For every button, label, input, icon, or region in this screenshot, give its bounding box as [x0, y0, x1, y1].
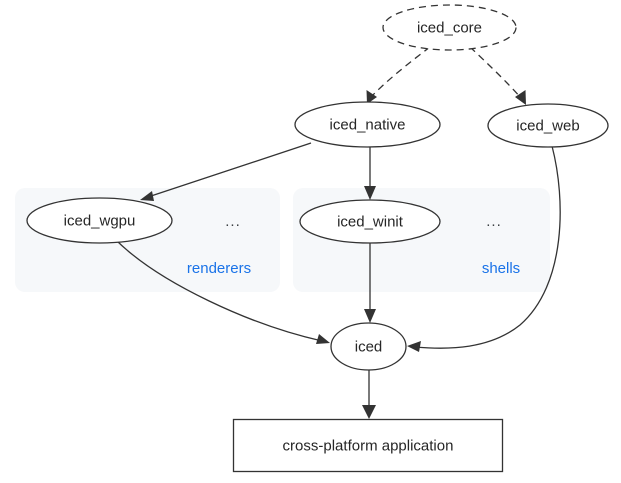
cluster-renderers-ellipsis: ...	[225, 213, 241, 230]
edge-iced-core-to-iced-native-arrowhead	[366, 90, 377, 104]
node-iced-web-shape[interactable]	[487, 103, 609, 148]
node-iced-web[interactable]: iced_web	[487, 103, 609, 148]
edge-iced-wgpu-to-iced	[116, 240, 330, 344]
edge-iced-winit-to-iced-arrowhead	[364, 309, 376, 323]
node-iced-web-label: iced_web	[516, 117, 579, 134]
node-iced-native-label: iced_native	[330, 116, 406, 133]
node-cross-platform-application-shape[interactable]	[232, 418, 504, 473]
edge-iced-core-to-iced-native	[366, 46, 431, 104]
edge-iced-core-to-iced-web-arrowhead	[515, 90, 526, 105]
node-iced-shape[interactable]	[330, 322, 407, 371]
edge-iced-native-to-iced-winit	[364, 147, 376, 200]
cluster-renderers-label: renderers	[187, 260, 251, 277]
node-iced-wgpu-shape[interactable]	[26, 197, 173, 244]
node-iced-native[interactable]: iced_native	[294, 101, 441, 148]
edge-iced-native-to-iced-wgpu	[140, 142, 312, 201]
edge-iced-wgpu-to-iced-line	[116, 240, 323, 342]
edge-iced-web-to-iced-arrowhead	[407, 341, 421, 352]
edge-iced-web-to-iced-line	[414, 145, 561, 349]
node-iced-winit-label: iced_winit	[337, 213, 404, 230]
node-iced-core[interactable]: iced_core	[382, 4, 517, 51]
edge-iced-native-to-iced-wgpu-line	[147, 142, 312, 198]
node-iced-native-shape[interactable]	[294, 101, 441, 148]
edge-iced-web-to-iced	[407, 145, 561, 352]
node-iced[interactable]: iced	[330, 322, 407, 371]
edge-iced-core-to-iced-native-line	[369, 46, 431, 99]
node-iced-wgpu-label: iced_wgpu	[64, 212, 136, 229]
node-iced-core-shape[interactable]	[382, 4, 517, 51]
cluster-shells-ellipsis: ...	[486, 213, 502, 230]
cluster-shells-label: shells	[482, 260, 520, 277]
edge-iced-wgpu-to-iced-arrowhead	[316, 334, 330, 344]
node-iced-wgpu[interactable]: iced_wgpu	[26, 197, 173, 244]
edge-iced-to-application	[362, 370, 376, 419]
edge-iced-to-application-arrowhead	[362, 405, 376, 419]
node-iced-core-label: iced_core	[417, 19, 482, 36]
node-iced-winit-shape[interactable]	[299, 199, 441, 244]
edge-iced-core-to-iced-web-line	[469, 46, 523, 100]
node-cross-platform-application-label: cross-platform application	[283, 437, 454, 454]
edge-iced-core-to-iced-web	[469, 46, 526, 105]
node-iced-winit[interactable]: iced_winit	[299, 199, 441, 244]
node-cross-platform-application[interactable]: cross-platform application	[232, 418, 504, 473]
edge-iced-native-to-iced-winit-arrowhead	[364, 186, 376, 200]
edge-iced-native-to-iced-wgpu-arrowhead	[140, 191, 154, 201]
node-iced-label: iced	[355, 338, 383, 355]
edge-iced-winit-to-iced	[364, 243, 376, 323]
